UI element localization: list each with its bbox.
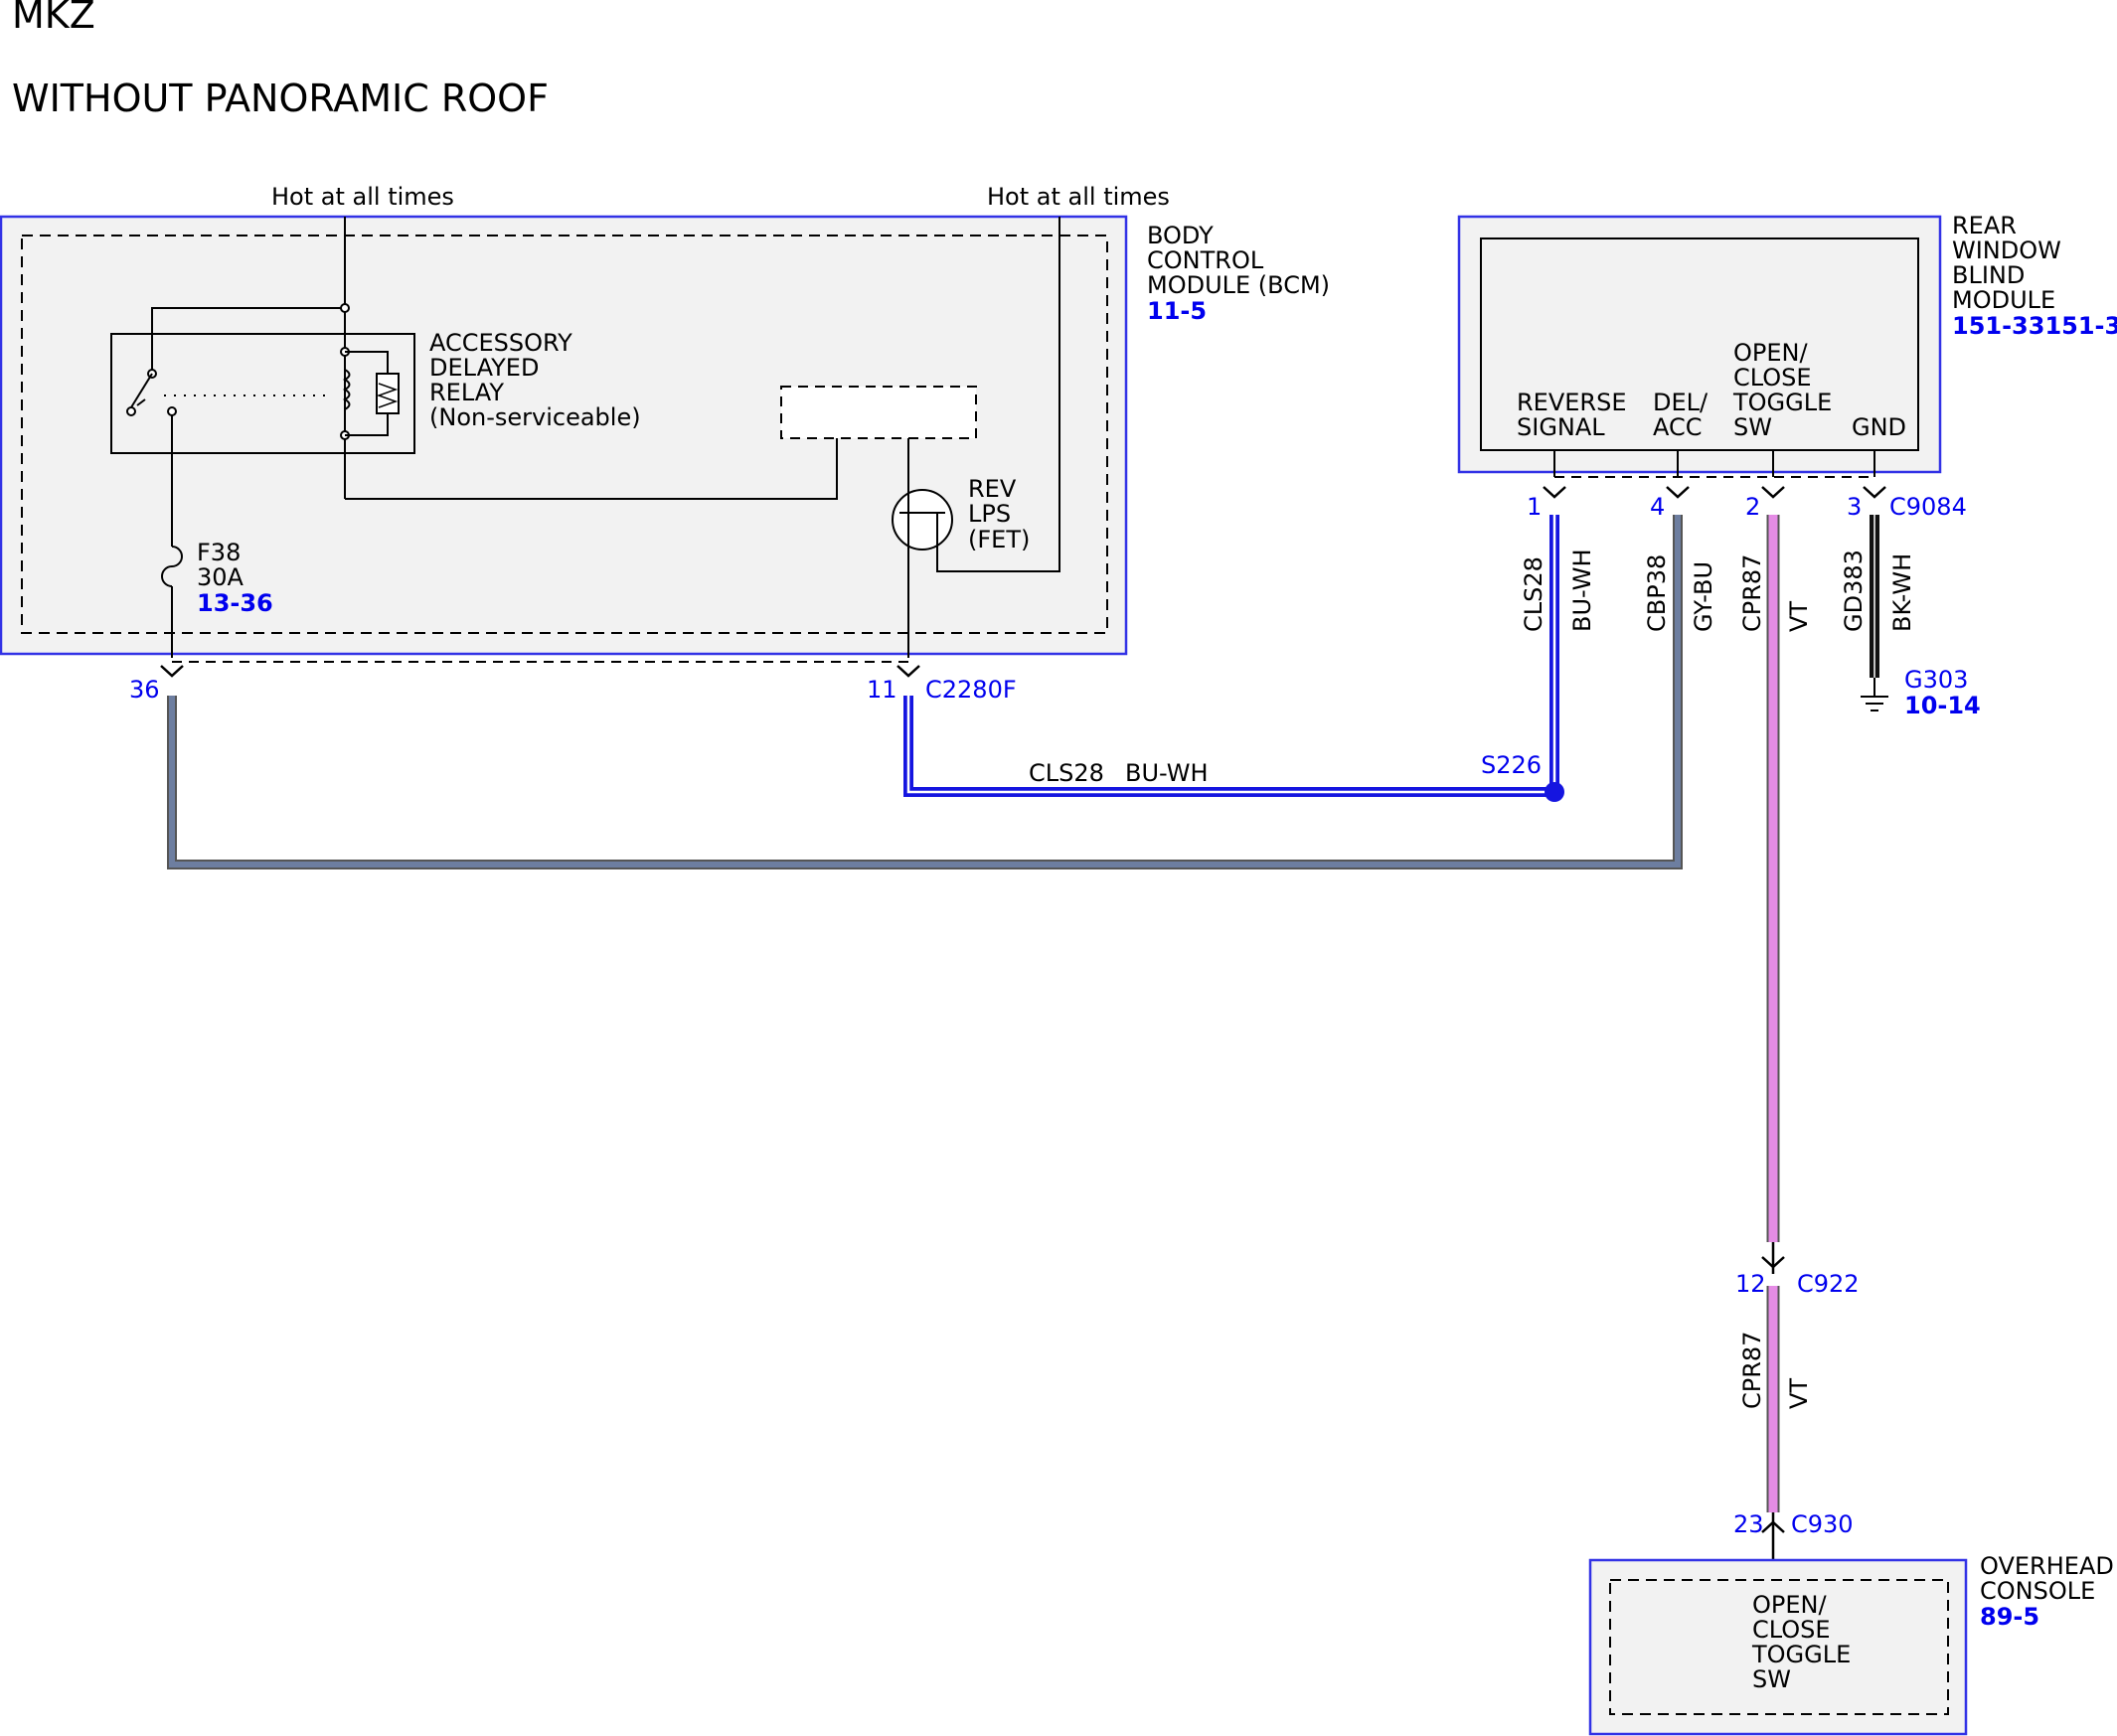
bcm-logic-block <box>780 386 977 439</box>
wire-cls28-bcm <box>903 696 1554 797</box>
svg-text:OPEN/: OPEN/ <box>1733 339 1808 367</box>
power-label-right: Hot at all times <box>987 183 1170 211</box>
fuse-f38 <box>161 546 183 587</box>
svg-text:LPS: LPS <box>968 500 1011 528</box>
svg-text:REVERSE: REVERSE <box>1517 389 1627 416</box>
bcm-pin-11: 11 <box>867 676 897 704</box>
svg-text:WINDOW: WINDOW <box>1952 237 2061 264</box>
svg-text:GND: GND <box>1852 413 1906 441</box>
overhead-switch-label: OPEN/ CLOSE TOGGLE SW <box>1751 1591 1851 1693</box>
svg-text:ACC: ACC <box>1653 413 1703 441</box>
svg-text:DEL/: DEL/ <box>1653 389 1709 416</box>
power-label-left: Hot at all times <box>271 183 454 211</box>
bcm-pin-36: 36 <box>129 676 160 704</box>
overhead-console-label: OVERHEAD CONSOLE 89-5 <box>1980 1552 2114 1631</box>
c922-label: C922 <box>1797 1270 1860 1298</box>
wire-cpr87-upper-color: VT <box>1785 601 1813 632</box>
c9084-terminals <box>1543 486 1886 499</box>
svg-text:CLOSE: CLOSE <box>1733 364 1812 392</box>
svg-text:F38: F38 <box>197 539 241 566</box>
wire-cpr87-upper-circuit: CPR87 <box>1738 554 1766 632</box>
c2280f-label: C2280F <box>925 676 1017 704</box>
splice-s226-label: S226 <box>1481 751 1542 779</box>
rwbm-pin-leads <box>1553 450 1875 477</box>
wire-cls28-v-circuit: CLS28 <box>1520 556 1547 632</box>
wire-cpr87-lower-color: VT <box>1785 1378 1813 1409</box>
ground-symbol <box>1861 696 1888 711</box>
c9084-label: C9084 <box>1889 493 1967 521</box>
svg-text:SW: SW <box>1752 1665 1791 1693</box>
wire-cls28-h-circuit: CLS28 <box>1029 759 1104 787</box>
accessory-delayed-relay <box>110 303 415 454</box>
wire-cpr87-lower-circuit: CPR87 <box>1738 1332 1766 1409</box>
c9084-pin-4: 4 <box>1650 493 1665 521</box>
fuse-label: F38 30A 13-36 <box>197 539 273 617</box>
wire-cls28-v-color: BU-WH <box>1568 550 1596 633</box>
svg-text:30A: 30A <box>197 563 244 591</box>
bcm-pin-36-terminal <box>160 665 184 678</box>
svg-text:TOGGLE: TOGGLE <box>1732 389 1832 416</box>
ground-g303-label: G303 <box>1904 666 1968 694</box>
svg-text:REAR: REAR <box>1952 212 2017 239</box>
c9084-pin-3: 3 <box>1847 493 1862 521</box>
model-title: MKZ <box>12 0 95 37</box>
c922-connector <box>1761 1242 1785 1274</box>
svg-text:MODULE: MODULE <box>1952 286 2055 314</box>
rev-lps-fet <box>892 438 953 551</box>
bcm-label: BODY CONTROL MODULE (BCM) 11-5 <box>1147 222 1330 325</box>
c922-pin: 12 <box>1735 1270 1766 1298</box>
svg-text:RELAY: RELAY <box>429 379 504 406</box>
bcm-pin-11-terminal <box>896 665 920 678</box>
c9084-pin-1: 1 <box>1527 493 1542 521</box>
svg-text:SW: SW <box>1733 413 1772 441</box>
wire-cbp38-circuit: CBP38 <box>1643 554 1671 632</box>
splice-s226-dot <box>1545 782 1564 802</box>
svg-text:TOGGLE: TOGGLE <box>1751 1641 1851 1668</box>
svg-text:MODULE (BCM): MODULE (BCM) <box>1147 271 1330 299</box>
wire-gd383-color: BK-WH <box>1888 553 1916 632</box>
fuse-ref-link[interactable]: 13-36 <box>197 589 273 617</box>
wire-cls28-h-color: BU-WH <box>1125 759 1209 787</box>
svg-text:ACCESSORY: ACCESSORY <box>429 329 572 357</box>
c930-connector <box>1761 1512 1785 1560</box>
rwbm-label: REAR WINDOW BLIND MODULE 151-33151-34 <box>1952 212 2117 340</box>
svg-text:BLIND: BLIND <box>1952 261 2025 289</box>
svg-text:BODY: BODY <box>1147 222 1214 249</box>
rwbm-ref-link[interactable]: 151-33151-34 <box>1952 312 2117 340</box>
svg-text:CLOSE: CLOSE <box>1752 1616 1831 1644</box>
svg-text:CONSOLE: CONSOLE <box>1980 1577 2095 1605</box>
relay-label: ACCESSORY DELAYED RELAY (Non-serviceable… <box>429 329 641 431</box>
svg-text:OVERHEAD: OVERHEAD <box>1980 1552 2114 1580</box>
variant-title: WITHOUT PANORAMIC ROOF <box>12 77 549 120</box>
rwbm-module <box>1457 215 1942 474</box>
wire-cbp38-color: GY-BU <box>1690 561 1717 632</box>
c930-label: C930 <box>1791 1510 1854 1538</box>
c9084-pin-2: 2 <box>1745 493 1760 521</box>
svg-text:OPEN/: OPEN/ <box>1752 1591 1827 1619</box>
svg-text:CONTROL: CONTROL <box>1147 246 1264 274</box>
svg-text:DELAYED: DELAYED <box>429 354 539 382</box>
svg-text:(FET): (FET) <box>968 526 1030 553</box>
ground-ref-link[interactable]: 10-14 <box>1904 692 1981 719</box>
svg-text:SIGNAL: SIGNAL <box>1517 413 1605 441</box>
svg-text:(Non-serviceable): (Non-serviceable) <box>429 403 641 431</box>
svg-text:REV: REV <box>968 475 1017 503</box>
fet-label: REV LPS (FET) <box>968 475 1030 553</box>
overhead-ref-link[interactable]: 89-5 <box>1980 1603 2039 1631</box>
wire-gd383-circuit: GD383 <box>1840 550 1868 632</box>
wire-cbp38 <box>167 515 1683 869</box>
c930-pin: 23 <box>1733 1510 1764 1538</box>
rwbm-pin-labels: REVERSE SIGNAL DEL/ ACC OPEN/ CLOSE TOGG… <box>1517 339 1906 441</box>
overhead-console-module <box>1588 1558 1968 1736</box>
bcm-ref-link[interactable]: 11-5 <box>1147 297 1207 325</box>
